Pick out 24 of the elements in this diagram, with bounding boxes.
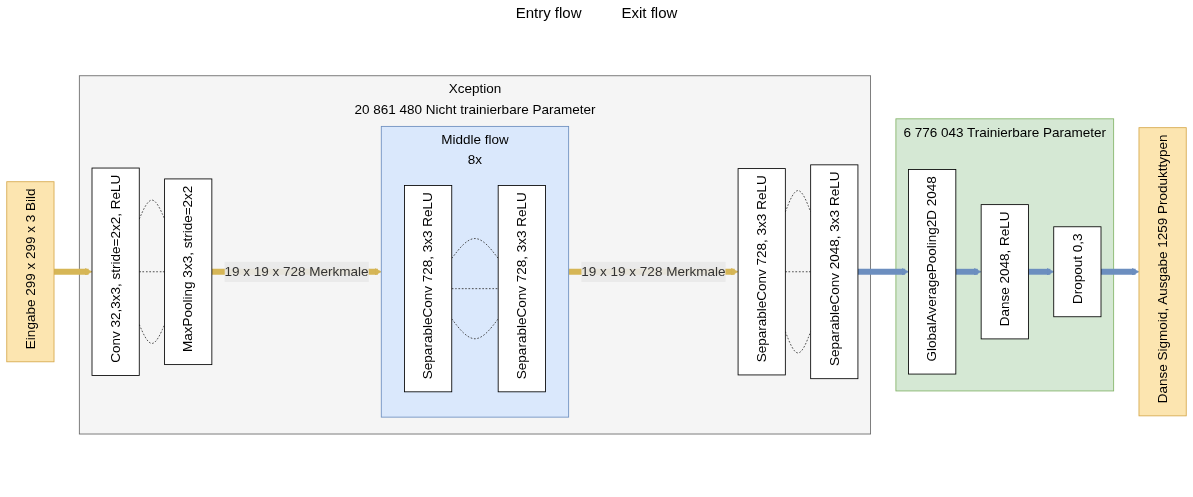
node-box: Danse 2048, ReLU bbox=[980, 204, 1029, 340]
node-box: Danse Sigmoid, Ausgabe 1259 Produkttypen bbox=[1138, 127, 1187, 417]
arrow bbox=[955, 268, 982, 276]
node-box: SeparableConv 728, 3x3 ReLU bbox=[497, 185, 546, 393]
node-box: SeparableConv 2048, 3x3 ReLU bbox=[810, 164, 859, 380]
arrow bbox=[1100, 268, 1140, 276]
arrow bbox=[1027, 268, 1055, 276]
node-box: Conv 32,3x3, stride=2x2, ReLU bbox=[91, 167, 140, 377]
arrow bbox=[53, 268, 93, 276]
connector bbox=[451, 238, 499, 259]
node-box: Dropout 0,3 bbox=[1053, 226, 1102, 318]
edge-label: 19 x 19 x 728 Merkmale bbox=[581, 264, 726, 279]
arrow bbox=[857, 268, 909, 276]
connector bbox=[451, 288, 499, 290]
node-box: MaxPooling 3x3, stride=2x2 bbox=[164, 178, 213, 366]
connector bbox=[138, 324, 165, 344]
connector bbox=[451, 318, 499, 340]
edge-label: 19 x 19 x 728 Merkmale bbox=[224, 264, 369, 279]
node-box: SeparableConv 728, 3x3 ReLU bbox=[404, 185, 453, 393]
node-box: Eingabe 299 x 299 x 3 Bild bbox=[6, 181, 55, 363]
node-box: SeparableConv 728, 3x3 ReLU bbox=[737, 168, 786, 376]
section-label: Exit flow bbox=[621, 4, 678, 21]
section-label: Entry flow bbox=[515, 4, 582, 21]
node-box: GlobalAveragePooling2D 2048 bbox=[908, 169, 957, 375]
